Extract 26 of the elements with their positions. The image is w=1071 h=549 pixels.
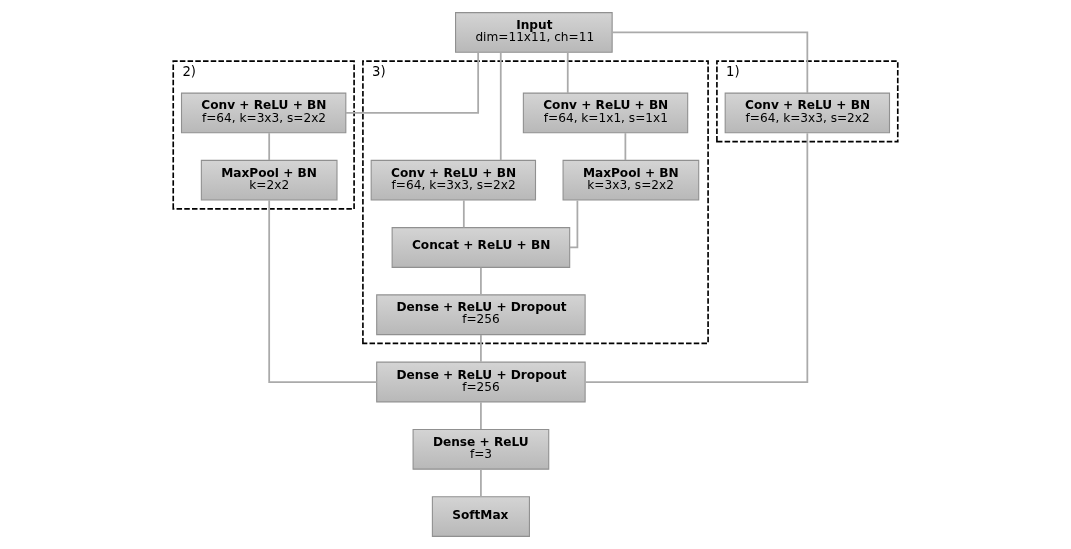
connector xyxy=(345,51,480,114)
node-box: MaxPool + BN k=2x2 xyxy=(200,159,338,201)
connector xyxy=(611,31,809,94)
node-box: Dense + ReLU + Dropout f=256 xyxy=(376,294,586,336)
connector xyxy=(480,401,482,430)
node-box: SoftMax xyxy=(431,496,530,537)
node-box: Conv + ReLU + BN f=64, k=3x3, s=2x2 xyxy=(180,92,347,134)
node-box: MaxPool + BN k=3x3, s=2x2 xyxy=(562,159,700,201)
node-box: Conv + ReLU + BN f=64, k=3x3, s=2x2 xyxy=(370,159,537,201)
connector xyxy=(566,51,569,94)
node-box: Dense + ReLU f=3 xyxy=(412,428,550,470)
connector xyxy=(268,132,271,161)
connector xyxy=(568,199,579,249)
node-box: Dense + ReLU + Dropout f=256 xyxy=(376,361,586,403)
node-box: Conv + ReLU + BN f=64, k=1x1, s=1x1 xyxy=(522,92,689,134)
node-box: Conv + ReLU + BN f=64, k=3x3, s=2x2 xyxy=(724,92,891,134)
connector xyxy=(480,266,482,296)
connector xyxy=(624,132,627,161)
node-box: Concat + ReLU + BN xyxy=(391,227,571,268)
connector xyxy=(584,132,809,383)
connector xyxy=(268,199,378,383)
connector xyxy=(462,199,465,229)
connector xyxy=(480,468,482,498)
connector xyxy=(499,51,502,161)
connector xyxy=(480,334,482,363)
node-box: Input dim=11x11, ch=11 xyxy=(455,12,613,53)
